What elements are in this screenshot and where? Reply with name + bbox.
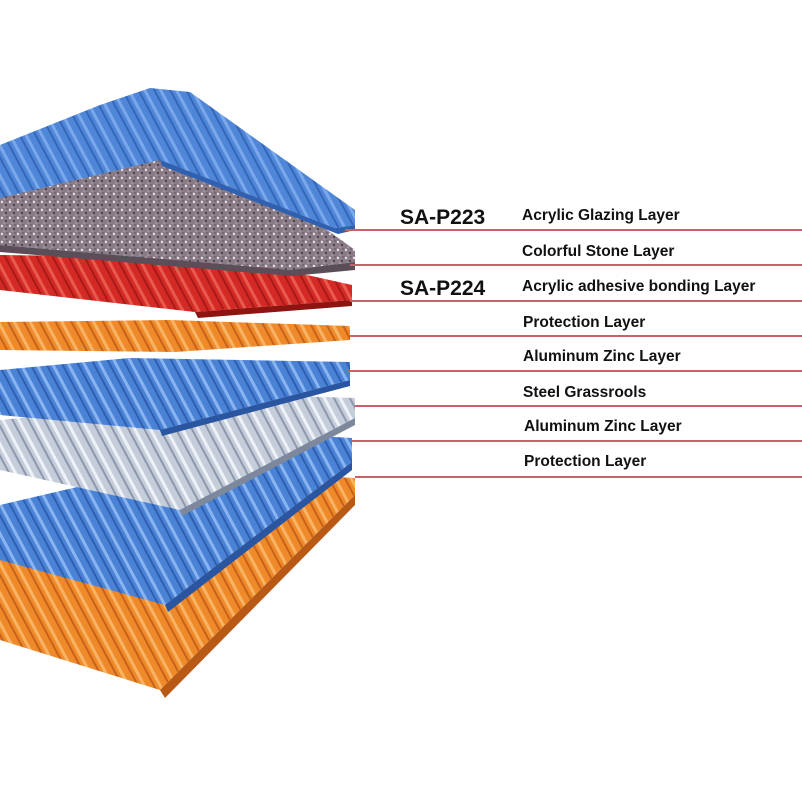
product-code-sa-p224: SA-P224 [400, 277, 486, 300]
protection-layer-top-sheet [0, 320, 350, 352]
leader-line-acrylic-glazing [345, 229, 802, 231]
leader-line-steel [355, 405, 802, 407]
layer-label-protection-lower: Protection Layer [524, 453, 647, 470]
leader-line-aluminum-zinc-upper [348, 370, 802, 372]
layer-label-aluminum-zinc-upper: Aluminum Zinc Layer [523, 348, 681, 365]
leader-line-protection-upper [350, 335, 802, 337]
steel-core-sheet [0, 395, 355, 516]
leader-line-colorful-stone [350, 264, 802, 266]
layer-label-acrylic-adhesive: Acrylic adhesive bonding Layer [522, 278, 756, 295]
layer-label-aluminum-zinc-lower: Aluminum Zinc Layer [524, 418, 682, 435]
layer-label-colorful-stone: Colorful Stone Layer [522, 243, 675, 260]
leader-line-aluminum-zinc-lower [352, 440, 802, 442]
leader-line-protection-lower [355, 476, 802, 478]
layer-label-acrylic-glazing: Acrylic Glazing Layer [522, 207, 680, 224]
colorful-stone-sheet [0, 150, 355, 276]
layer-label-steel: Steel Grassrools [523, 384, 647, 401]
leader-line-acrylic-adhesive [350, 300, 802, 302]
layer-label-protection-upper: Protection Layer [523, 314, 646, 331]
aluminum-zinc-layer-upper-sheet [0, 358, 350, 436]
acrylic-glazing-sheet [0, 88, 355, 234]
aluminum-zinc-layer-lower-sheet [0, 435, 352, 612]
product-code-sa-p223: SA-P223 [400, 206, 486, 229]
